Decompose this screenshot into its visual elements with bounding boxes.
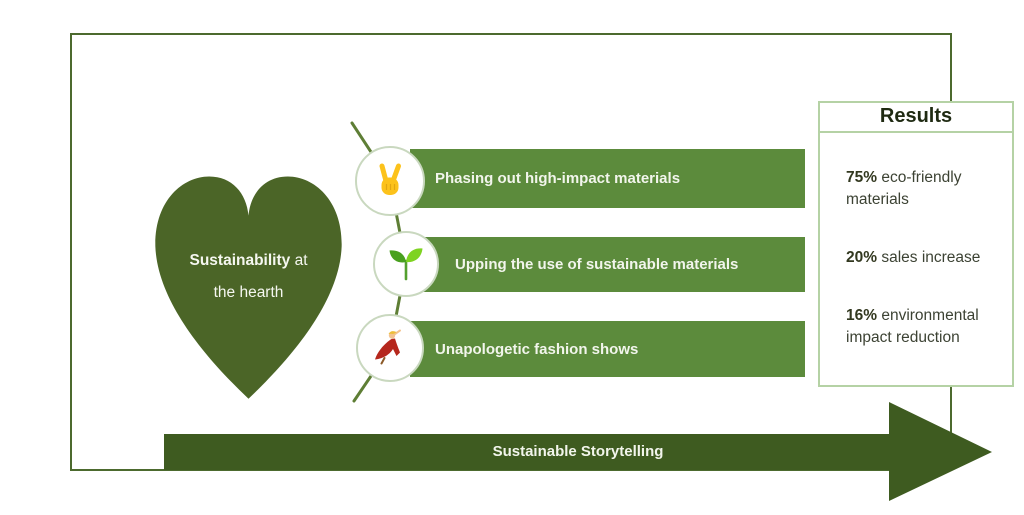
seedling-icon [389, 248, 423, 281]
step-3-icon-circle [356, 314, 424, 382]
result-item-1: 75% eco-friendly materials [846, 169, 962, 208]
step-bar-1: Phasing out high-impact materials [410, 149, 805, 208]
dancer-icon [375, 329, 401, 365]
step-2-icon-circle [373, 231, 439, 297]
victory-hand-icon [379, 163, 401, 195]
outer-frame: Sustainability at the hearth Phasing out… [70, 33, 1014, 501]
step-1-icon-circle [355, 146, 425, 216]
storytelling-arrow-label: Sustainable Storytelling [492, 443, 664, 460]
results-title: Results [820, 103, 1012, 133]
result-item-3: 16% environmental impact reduction [846, 307, 979, 346]
storytelling-arrow [164, 402, 992, 501]
results-list: 75% eco-friendly materials 20% sales inc… [820, 133, 1012, 349]
results-panel: Results 75% eco-friendly materials 20% s… [818, 101, 1014, 387]
step-bar-3: Unapologetic fashion shows [410, 321, 805, 377]
heart-shape [155, 176, 342, 399]
heart-caption-line1: Sustainability at [189, 252, 308, 269]
result-item-2: 20% sales increase [846, 249, 981, 266]
heart-caption-line2: the hearth [213, 284, 284, 301]
step-2-label: Upping the use of sustainable materials [455, 256, 739, 273]
step-1-label: Phasing out high-impact materials [435, 170, 681, 187]
heart-caption: Sustainability at the hearth [145, 245, 352, 309]
step-bar-2: Upping the use of sustainable materials [410, 237, 805, 292]
step-3-label: Unapologetic fashion shows [435, 340, 639, 358]
